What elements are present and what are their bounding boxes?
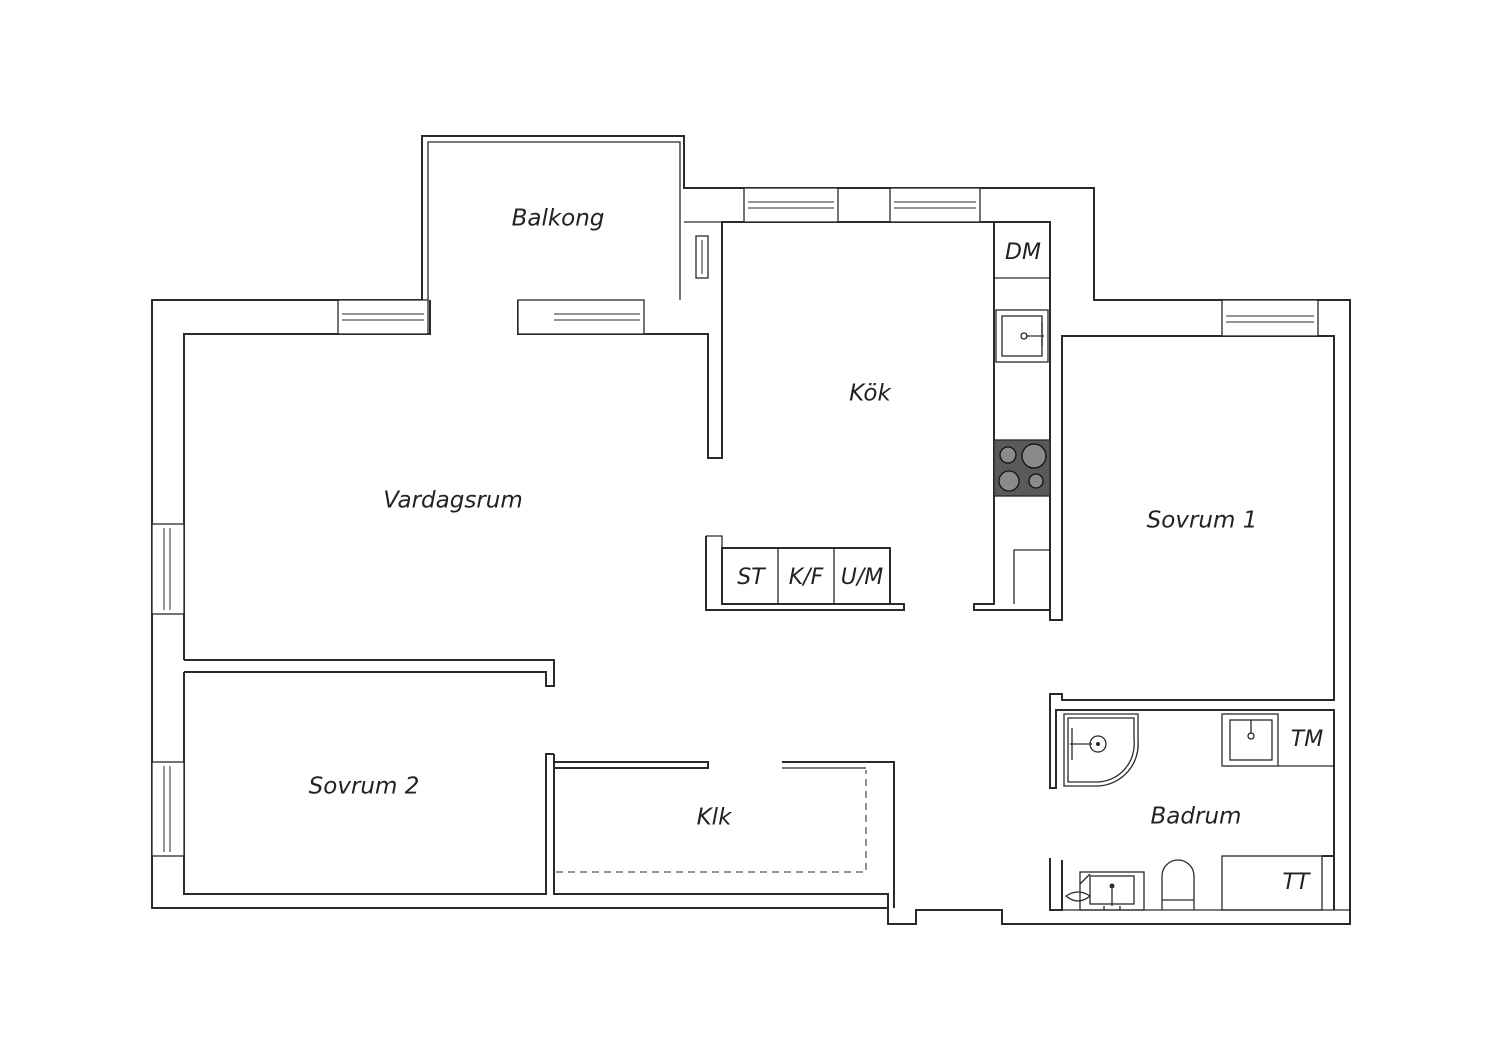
window-kitchen-2 (889, 187, 981, 223)
bathroom-sink-icon (1221, 713, 1279, 767)
klk-shelf-line (556, 770, 867, 873)
toilet-icon (1161, 859, 1195, 910)
window-living-west (151, 523, 185, 615)
label-sovrum2: Sovrum 2 (309, 774, 420, 800)
stove-icon (993, 439, 1051, 497)
label-sovrum1: Sovrum 1 (1147, 508, 1258, 534)
label-balkong: Balkong (512, 206, 605, 232)
window-bedroom2-west (151, 761, 185, 857)
label-badrum: Badrum (1151, 804, 1242, 830)
tumble-dryer-box (1221, 855, 1323, 911)
label-tt: TT (1283, 870, 1311, 895)
windows (151, 187, 1319, 857)
window-balcony-door (695, 235, 709, 279)
kitchen-sink-icon (995, 309, 1049, 363)
window-kitchen-1 (743, 187, 839, 223)
window-living-1 (337, 299, 429, 335)
room-labels: Balkong Kök Vardagsrum Sovrum 1 Sovrum 2… (309, 206, 1258, 831)
label-st: ST (737, 565, 766, 590)
label-klk: Klk (697, 805, 733, 831)
label-um: U/M (841, 565, 884, 590)
bathroom-fixtures (1063, 713, 1334, 911)
washbasin-icon (1064, 871, 1145, 911)
window-living-2 (517, 299, 645, 335)
label-dm: DM (1005, 240, 1041, 265)
label-tm: TM (1291, 727, 1323, 752)
shower-icon (1063, 713, 1139, 787)
label-vardagsrum: Vardagsrum (383, 488, 523, 514)
outer-walls (151, 135, 1351, 925)
window-bedroom1 (1221, 299, 1319, 337)
label-kok: Kök (849, 381, 892, 407)
label-kf: K/F (789, 565, 824, 590)
kitchen-fixtures (777, 277, 1051, 604)
fixture-labels: DM ST K/F U/M TM TT (737, 240, 1323, 895)
